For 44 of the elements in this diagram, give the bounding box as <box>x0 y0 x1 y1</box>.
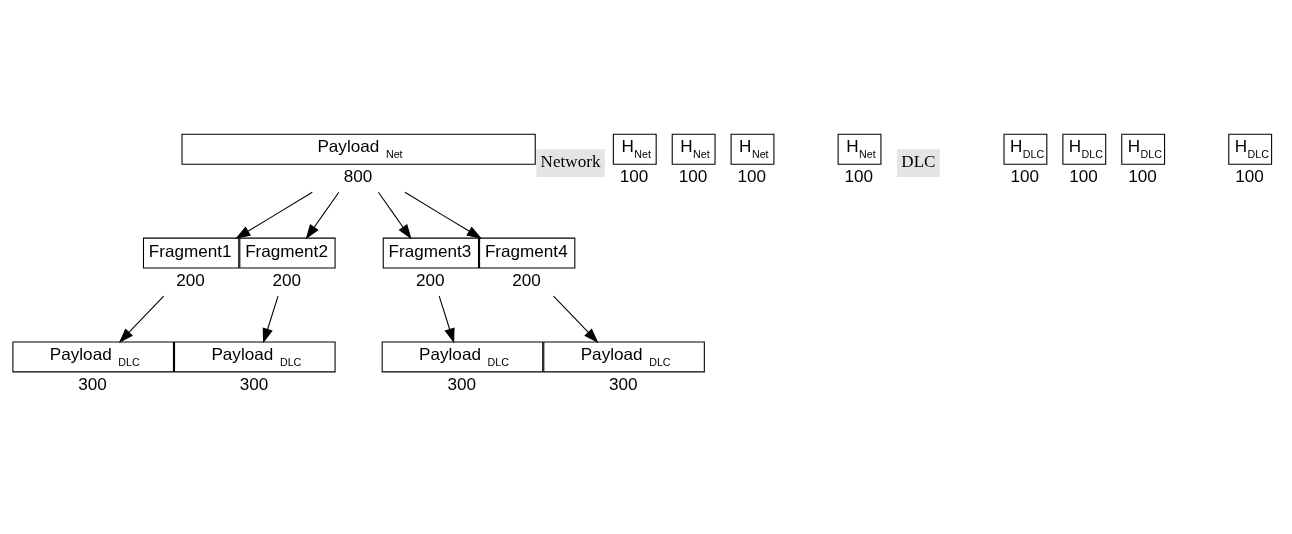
arrow <box>553 295 599 343</box>
node-label: 800 <box>343 167 373 187</box>
node-box: Fragment1 <box>142 237 240 269</box>
node-label: 100 <box>1069 167 1098 187</box>
node-label: 100 <box>678 167 708 187</box>
node-label: 200 <box>415 271 445 291</box>
node-label: 100 <box>737 167 767 187</box>
node-box: H$_{Net}$ <box>671 133 716 165</box>
node-box: H$_{DLC}$ <box>1228 133 1273 165</box>
node-label: 300 <box>447 374 476 394</box>
node-box: Network <box>536 149 605 178</box>
arrow <box>404 191 482 239</box>
node-box: H$_{DLC}$ <box>1062 133 1107 165</box>
node-label: 200 <box>272 271 302 291</box>
node-box: Fragment3 <box>382 237 480 269</box>
arrow <box>305 191 340 240</box>
node-label: 200 <box>512 271 541 291</box>
node-label: 300 <box>239 374 269 394</box>
node-box: H$_{Net}$ <box>612 133 657 165</box>
node-box: H$_{DLC}$ <box>1121 133 1166 165</box>
node-box: Payload $_{DLC}$ <box>12 341 174 373</box>
node-label: 300 <box>78 374 107 394</box>
node-box: Fragment4 <box>479 237 576 269</box>
node-box: Fragment2 <box>239 237 336 269</box>
node-label: 100 <box>844 167 874 187</box>
arrow <box>438 295 455 344</box>
node-box: H$_{Net}$ <box>837 133 882 165</box>
node-label: 200 <box>176 271 205 291</box>
node-box: Payload $_{Net}$ <box>181 133 536 165</box>
arrow <box>235 191 313 239</box>
arrow <box>118 295 165 343</box>
node-label: 300 <box>609 374 638 394</box>
node-label: 100 <box>1010 167 1039 187</box>
node-box: H$_{DLC}$ <box>1003 133 1048 165</box>
node-label: 100 <box>1128 167 1157 187</box>
node-label: 100 <box>1235 167 1264 187</box>
arrow <box>377 191 412 240</box>
node-box: Payload $_{DLC}$ <box>174 341 336 373</box>
node-box: Payload $_{DLC}$ <box>381 341 544 373</box>
node-label: 100 <box>619 167 649 187</box>
node-box: Payload $_{DLC}$ <box>543 341 705 373</box>
arrow <box>262 295 279 344</box>
node-box: H$_{Net}$ <box>730 133 775 165</box>
node-box: DLC <box>897 149 940 178</box>
